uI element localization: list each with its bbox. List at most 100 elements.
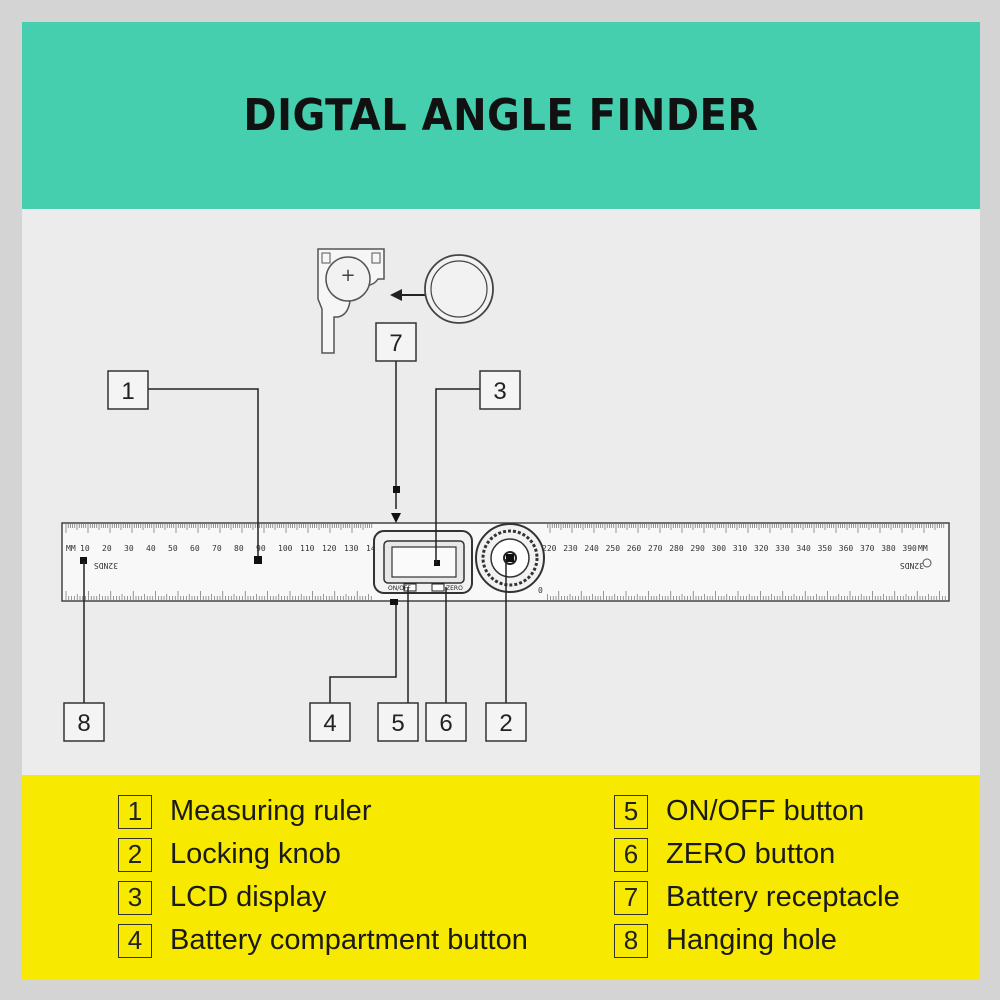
- ruler-tick-label: 290: [690, 544, 705, 553]
- legend-label: Battery compartment button: [170, 924, 528, 956]
- ruler-tick-label: 110: [300, 544, 315, 553]
- svg-text:6: 6: [439, 710, 452, 737]
- page-frame: DIGTAL ANGLE FINDER +: [22, 22, 980, 980]
- page-title: DIGTAL ANGLE FINDER: [243, 90, 759, 141]
- legend-label: ON/OFF button: [666, 795, 865, 827]
- coin-battery-icon: [424, 254, 494, 324]
- ruler-tick-label: 60: [190, 544, 200, 553]
- callout-6: 6: [425, 702, 467, 742]
- ruler-tick-label: 30: [124, 544, 134, 553]
- legend-label: LCD display: [170, 881, 327, 913]
- ruler-tick-label: 120: [322, 544, 337, 553]
- locking-knob[interactable]: [475, 523, 545, 593]
- ruler-tick-label: 350: [818, 544, 833, 553]
- legend-item: 2 Locking knob: [118, 833, 528, 876]
- ruler-tick-label: 330: [775, 544, 790, 553]
- svg-text:+: +: [340, 265, 355, 286]
- ruler-tick-label: 80: [234, 544, 244, 553]
- ruler-tick-label: 310: [733, 544, 748, 553]
- legend-number: 4: [118, 923, 152, 958]
- callout-4: 4: [309, 702, 351, 742]
- leader-lines: [83, 361, 507, 703]
- ruler-tick-label: 40: [146, 544, 156, 553]
- svg-text:4: 4: [323, 710, 336, 737]
- legend-item: 3 LCD display: [118, 876, 528, 919]
- legend-item: 7 Battery receptacle: [614, 876, 900, 919]
- callout-1: 1: [107, 370, 149, 410]
- diagram-area: + 102030405060708090100110120130140 2202…: [22, 209, 980, 775]
- ruler-tick-label: 10: [80, 544, 90, 553]
- legend-label: Hanging hole: [666, 924, 837, 956]
- ruler-tick-label: 380: [881, 544, 896, 553]
- ruler-tick-label: 320: [754, 544, 769, 553]
- ruler-tick-label: 370: [860, 544, 875, 553]
- ruler-tick-label: 280: [669, 544, 684, 553]
- svg-text:3: 3: [493, 378, 506, 405]
- battery-receptacle-illustration: +: [317, 248, 426, 354]
- ruler-tick-label: 100: [278, 544, 293, 553]
- ruler-zero-mark: 0: [538, 586, 543, 595]
- on-off-button[interactable]: ON/OFF: [388, 583, 417, 592]
- legend-panel: 1 Measuring ruler 2 Locking knob 3 LCD d…: [22, 775, 980, 980]
- legend-label: Battery receptacle: [666, 881, 900, 913]
- legend-column-right: 5 ON/OFF button 6 ZERO button 7 Battery …: [614, 790, 900, 962]
- legend-label: Measuring ruler: [170, 795, 372, 827]
- svg-text:1: 1: [121, 378, 134, 405]
- legend-item: 8 Hanging hole: [614, 919, 900, 962]
- callout-8: 8: [63, 702, 105, 742]
- legend-item: 1 Measuring ruler: [118, 790, 528, 833]
- svg-text:5: 5: [391, 710, 404, 737]
- legend-column-left: 1 Measuring ruler 2 Locking knob 3 LCD d…: [118, 790, 528, 962]
- legend-label: ZERO button: [666, 838, 836, 870]
- svg-text:2: 2: [499, 710, 512, 737]
- ruler-bottom-ticks: [65, 591, 946, 600]
- ruler-top-ticks: [65, 524, 945, 533]
- ruler-top-labels-right: 220 230 240 250 260 270 280 290 300 310 320 330 340 3…: [542, 544, 917, 553]
- ruler-tick-label: 130: [344, 544, 359, 553]
- ruler-tick-label: 260: [627, 544, 642, 553]
- svg-text:8: 8: [77, 710, 90, 737]
- ruler-unit-label-right: MM: [918, 544, 928, 553]
- ruler-tick-label: 340: [796, 544, 811, 553]
- on-off-label: ON/OFF: [388, 585, 411, 592]
- ruler-inch-note: 32NDS: [94, 561, 118, 570]
- legend-number: 8: [614, 923, 648, 958]
- ruler-tick-label: 70: [212, 544, 222, 553]
- angle-finder-diagram: + 102030405060708090100110120130140 2202…: [61, 248, 950, 742]
- ruler-tick-label: 90: [256, 544, 266, 553]
- lcd-display: [391, 546, 457, 578]
- header-banner: DIGTAL ANGLE FINDER: [22, 22, 980, 209]
- ruler-tick-label: 270: [648, 544, 663, 553]
- callout-7: 7: [375, 322, 417, 362]
- legend-number: 7: [614, 880, 648, 915]
- legend-number: 3: [118, 880, 152, 915]
- legend-item: 4 Battery compartment button: [118, 919, 528, 962]
- ruler-tick-label: 230: [563, 544, 578, 553]
- ruler-tick-label: 240: [584, 544, 599, 553]
- svg-text:7: 7: [389, 330, 402, 357]
- battery-compartment-button[interactable]: [390, 599, 398, 605]
- legend-number: 6: [614, 837, 648, 872]
- callout-2: 2: [485, 702, 527, 742]
- legend-item: 5 ON/OFF button: [614, 790, 900, 833]
- ruler-tick-label: 220: [542, 544, 557, 553]
- ruler-tick-label: 390: [902, 544, 917, 553]
- legend-number: 5: [614, 794, 648, 829]
- zero-button[interactable]: ZERO: [431, 583, 463, 592]
- ruler-tick-label: 50: [168, 544, 178, 553]
- callout-5: 5: [377, 702, 419, 742]
- zero-label: ZERO: [446, 585, 463, 592]
- ruler-unit-label: MM: [66, 544, 76, 553]
- hanging-hole: [80, 557, 87, 564]
- lcd-housing: [373, 530, 473, 594]
- ruler-tick-label: 20: [102, 544, 112, 553]
- legend-number: 1: [118, 794, 152, 829]
- ruler-tick-label: 250: [606, 544, 621, 553]
- callout-3: 3: [479, 370, 521, 410]
- ruler-inch-note-right: 32NDS: [900, 561, 924, 570]
- ruler-tick-label: 360: [839, 544, 854, 553]
- ruler-tick-label: 300: [712, 544, 727, 553]
- legend-number: 2: [118, 837, 152, 872]
- legend-item: 6 ZERO button: [614, 833, 900, 876]
- legend-label: Locking knob: [170, 838, 341, 870]
